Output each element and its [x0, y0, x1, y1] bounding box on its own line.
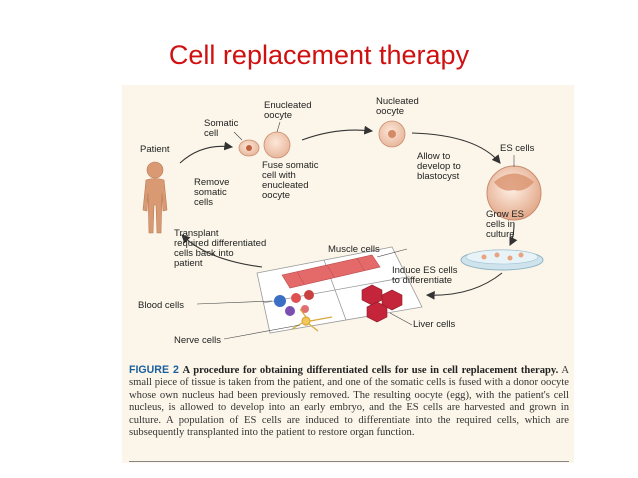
process-arrows — [179, 125, 518, 300]
blood-cells — [274, 290, 314, 316]
liver-cells — [361, 284, 403, 323]
caption-text: A small piece of tissue is taken from th… — [129, 365, 569, 439]
fuse-step-label: Fuse somatic cell with enucleated oocyte — [262, 160, 319, 201]
nerve-cells-label: Nerve cells — [174, 335, 221, 346]
somatic-cell-label: Somatic cell — [204, 118, 239, 139]
blastocyst — [486, 165, 542, 221]
nucleated-oocyte — [378, 120, 406, 148]
muscle-cells-label: Muscle cells — [328, 244, 380, 255]
figure-label: FIGURE 2 — [129, 364, 179, 376]
nucleated-oocyte-label: Nucleated oocyte — [376, 96, 419, 117]
muscle-cells — [281, 254, 381, 289]
nerve-cells — [291, 308, 333, 332]
somatic-cell — [238, 139, 260, 157]
patient-figure — [142, 161, 168, 234]
differentiated-cells-panel — [256, 246, 423, 334]
petri-dish — [460, 249, 544, 271]
enucleated-oocyte-label: Enucleated oocyte — [264, 100, 312, 121]
patient-label: Patient — [140, 144, 170, 155]
slide-title: Cell replacement therapy — [168, 40, 470, 70]
es-cells-label: ES cells — [500, 143, 535, 154]
caption-divider — [129, 461, 569, 462]
remove-step-label: Remove somatic cells — [194, 177, 230, 208]
blood-cells-label: Blood cells — [138, 300, 184, 311]
grow-step-label: Grow ES cells in culture — [486, 209, 525, 240]
liver-cells-label: Liver cells — [413, 319, 456, 330]
figure-panel: Patient Somatic cell Enucleated oocyte N… — [122, 85, 574, 463]
figure-caption: FIGURE 2 A procedure for obtaining diffe… — [129, 364, 569, 439]
transplant-step-label: Transplant required differentiated cells… — [174, 228, 267, 269]
leader-lines — [196, 248, 413, 340]
enucleated-oocyte — [263, 131, 291, 159]
procedure-diagram — [142, 120, 544, 340]
caption-title: A procedure for obtaining differentiated… — [182, 365, 559, 376]
induce-step-label: Induce ES cells to differentiate — [392, 265, 458, 286]
allow-step-label: Allow to develop to blastocyst — [417, 151, 461, 182]
